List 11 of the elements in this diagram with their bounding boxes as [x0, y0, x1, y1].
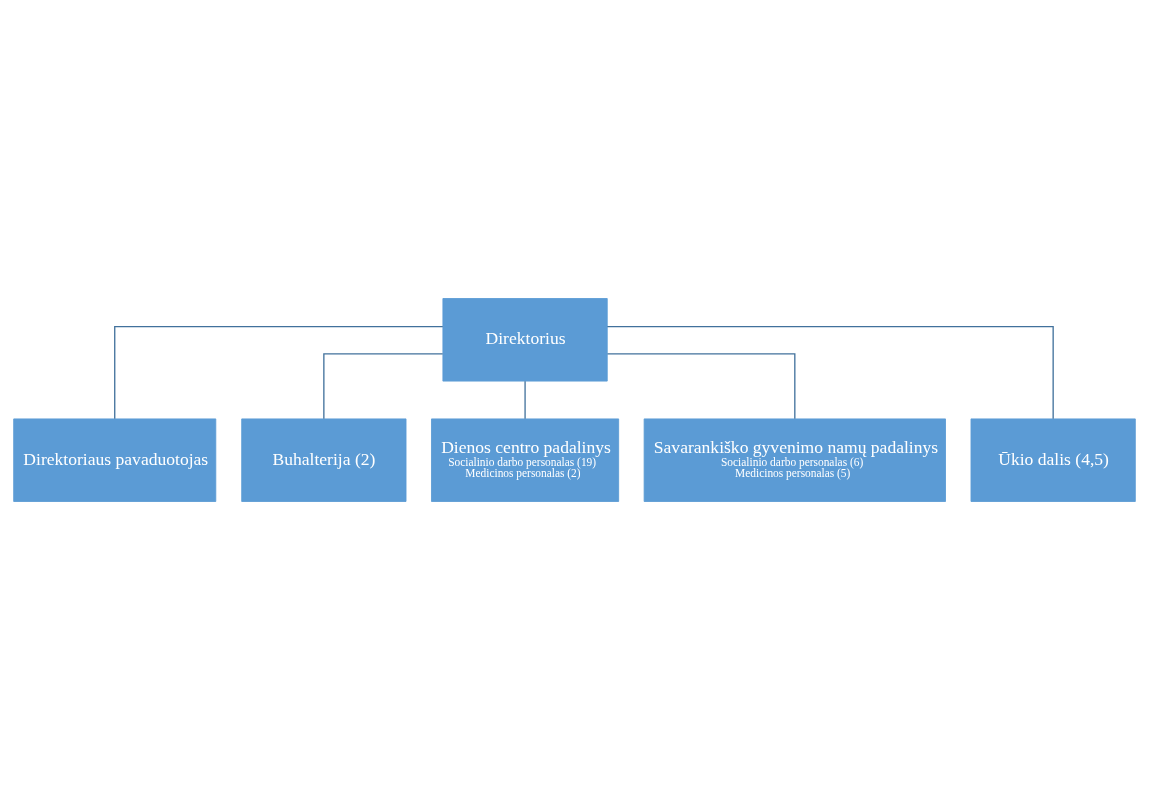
node-box: Ūkio dalis (4,5)	[970, 418, 1136, 502]
node-box: Buhalterija (2)	[241, 418, 407, 502]
node-box: Dienos centro padalinys Socialinio darbo personalas (19) Medicinos personalas (2)	[431, 418, 620, 502]
node-box: Direktorius	[442, 298, 608, 382]
connector	[323, 353, 444, 420]
node-box: Direktoriaus pavaduotojas	[13, 418, 217, 502]
connector	[606, 325, 1054, 420]
connector	[606, 353, 796, 420]
node-box: Savarankiško gyvenimo namų padalinys Socialinio darbo personalas (6) Medicinos personalas (5)	[643, 418, 946, 502]
connector	[114, 325, 444, 420]
connector	[524, 380, 526, 420]
